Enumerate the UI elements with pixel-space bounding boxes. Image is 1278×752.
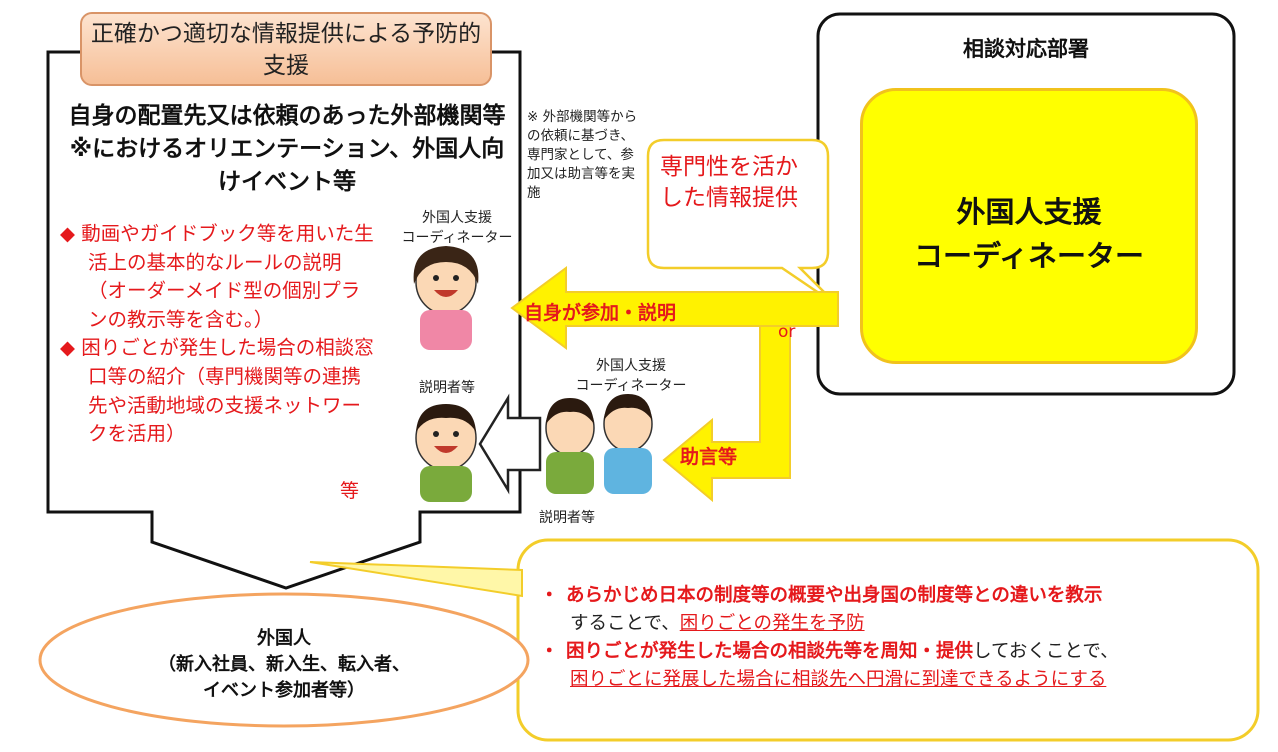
coordinator-label-2: 外国人支援 コーディネーター bbox=[575, 358, 687, 394]
speech-bubble-text: 専門性を活かした情報提供 bbox=[660, 154, 798, 211]
foreigner-block: 外国人 （新入社員、新入生、転入者、 イベント参加者等） bbox=[84, 626, 484, 704]
outcome-item: ・あらかじめ日本の制度等の概要や出身国の制度等との違いを教示 することで、困りご… bbox=[540, 582, 1240, 638]
bullet-item: ◆ 動画やガイドブック等を用いた生活上の基本的なルールの説明（オーダーメイド型の… bbox=[60, 222, 374, 331]
explainer-label-2: 説明者等 bbox=[539, 510, 595, 526]
foreigner-title: 外国人 bbox=[257, 628, 311, 649]
arrow-label-advice: 助言等 bbox=[680, 446, 738, 468]
explainer-figure-left bbox=[415, 404, 477, 502]
outcome-line: することで、困りごとの発生を予防 bbox=[540, 610, 1240, 638]
department-title: 相談対応部署 bbox=[963, 37, 1089, 61]
foreigner-ellipse bbox=[38, 592, 530, 728]
coordinator-box bbox=[860, 88, 1198, 364]
coordinator-label-1: 外国人支援 コーディネーター bbox=[401, 210, 513, 246]
outcome-bold: あらかじめ日本の制度等の概要や出身国の制度等との違いを教示 bbox=[566, 585, 1103, 606]
header-label: 正確かつ適切な情報提供による予防的支援 bbox=[80, 12, 492, 86]
coordinator-title: 外国人支援 コーディネーター bbox=[914, 195, 1144, 273]
outcome-rest: しておくことで、 bbox=[973, 641, 1119, 662]
outcome-underline: 困りごとの発生を予防 bbox=[679, 613, 865, 634]
outcome-rest: することで、 bbox=[570, 613, 680, 634]
bullet-dot: ・ bbox=[540, 641, 559, 662]
coordinator-woman-figure bbox=[413, 246, 479, 350]
outcome-line: 困りごとに発展した場合に相談先へ円滑に到達できるようにする bbox=[540, 666, 1240, 694]
arrow-label-self-participate: 自身が参加・説明 bbox=[524, 302, 677, 324]
arrow-advice bbox=[662, 325, 791, 503]
bullet-item: ◆ 困りごとが発生した場合の相談窓口等の紹介（専門機関等の連携先や活動地域の支援… bbox=[60, 336, 374, 446]
arrow-handover bbox=[478, 393, 542, 495]
bullet-list: ◆ 動画やガイドブック等を用いた生活上の基本的なルールの説明（オーダーメイド型の… bbox=[60, 220, 376, 449]
callout-line bbox=[309, 561, 523, 598]
bullet-dot: ・ bbox=[540, 585, 559, 606]
outcome-list: ・あらかじめ日本の制度等の概要や出身国の制度等との違いを教示 することで、困りご… bbox=[540, 582, 1240, 694]
outcome-item: ・困りごとが発生した場合の相談先等を周知・提供しておくことで、 困りごとに発展し… bbox=[540, 638, 1240, 694]
foreigner-detail: （新入社員、新入生、転入者、 イベント参加者等） bbox=[158, 654, 410, 701]
main-title: 自身の配置先又は依頼のあった外部機関等※におけるオリエンテーション、外国人向けイ… bbox=[68, 103, 506, 195]
explainer-pair-figures bbox=[545, 394, 653, 494]
speech-bubble bbox=[646, 138, 839, 308]
bullets-suffix: 等 bbox=[340, 480, 360, 502]
outcome-underline: 困りごとに発展した場合に相談先へ円滑に到達できるようにする bbox=[570, 669, 1107, 690]
arrow-self-participate bbox=[510, 266, 839, 350]
footnote: ※ 外部機関等からの依頼に基づき、専門家として、参加又は助言等を実施 bbox=[527, 109, 638, 201]
arrow-label-or: or bbox=[778, 322, 796, 342]
outcome-bold: 困りごとが発生した場合の相談先等を周知・提供 bbox=[566, 641, 974, 662]
explainer-label-1: 説明者等 bbox=[419, 380, 475, 396]
